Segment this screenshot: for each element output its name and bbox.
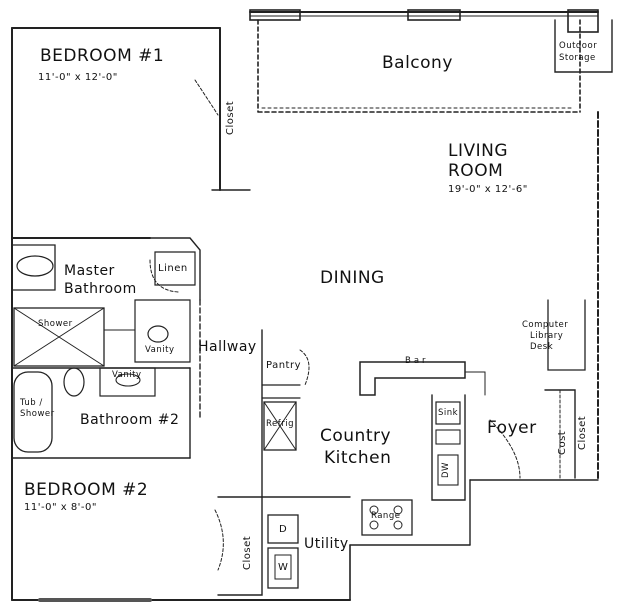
bedroom2-size: 11'-0" x 8'-0": [24, 502, 98, 513]
shower-stall: [13, 307, 105, 367]
closet-bed2-label: Closet: [242, 535, 253, 570]
master-toilet: [16, 255, 54, 277]
bedroom1-label: BEDROOM #1: [40, 46, 165, 66]
living-label-1: LIVING: [448, 141, 509, 161]
kitchen-label-2: Kitchen: [324, 448, 392, 468]
refrig-label: Refrig: [266, 419, 294, 429]
closet-foyer-label: Closet: [577, 415, 588, 450]
outdoor-storage-outline: [554, 19, 613, 73]
bath2-vanity: [99, 367, 156, 397]
shower-label: Shower: [38, 319, 73, 329]
washer-label: W: [278, 562, 289, 573]
bedroom1-size: 11'-0" x 12'-0": [38, 72, 118, 83]
living-size: 19'-0" x 12'-6": [448, 184, 528, 195]
master-vanity: [134, 299, 191, 363]
computer-desk: [547, 299, 586, 371]
master-bath-label-1: Master: [64, 263, 115, 279]
outdoor-storage-label-2: Storage: [559, 53, 596, 63]
balcony-rail: [249, 9, 599, 33]
dryer: [267, 514, 299, 544]
vanity-bath2-label: Vanity: [112, 370, 142, 380]
utility-label: Utility: [304, 536, 349, 552]
vanity-master-label: Vanity: [145, 345, 175, 355]
foyer-label: Foyer: [487, 418, 537, 438]
range-label: Range: [371, 511, 401, 521]
washer: [267, 547, 299, 589]
range: [361, 499, 413, 536]
bathroom2-label: Bathroom #2: [80, 412, 180, 428]
tub-label-1: Tub /: [20, 398, 43, 408]
master-bath-label-2: Bathroom: [64, 281, 137, 297]
refrigerator: [263, 401, 297, 451]
dining-label: DINING: [320, 268, 385, 288]
computer-label-3: Desk: [530, 342, 554, 352]
outdoor-storage-label-1: Outdoor: [559, 41, 598, 51]
computer-label-1: Computer: [522, 320, 569, 330]
dw-label: DW: [441, 462, 451, 478]
dryer-label: D: [279, 524, 288, 535]
hallway-label: Hallway: [198, 339, 257, 355]
living-label-2: ROOM: [448, 161, 504, 181]
kitchen-label-1: Country: [320, 426, 392, 446]
tub-label-2: Shower: [20, 409, 55, 419]
bedroom2-label: BEDROOM #2: [24, 480, 149, 500]
dishwasher: [437, 454, 459, 486]
closet-bed1-label: Closet: [225, 100, 236, 135]
bar-label: Bar: [405, 356, 429, 366]
computer-label-2: Library: [530, 331, 564, 341]
linen-label: Linen: [158, 263, 188, 274]
cost-label: Cost: [557, 430, 568, 455]
pantry-label: Pantry: [266, 360, 301, 371]
bath2-toilet: [63, 367, 85, 397]
sink-label: Sink: [438, 408, 459, 418]
linen-closet: [154, 251, 196, 286]
balcony-label: Balcony: [382, 53, 453, 73]
kitchen-counter: [431, 394, 466, 501]
master-tub: [11, 244, 56, 291]
balcony-outline: [257, 19, 581, 113]
bar-counter: [359, 361, 466, 396]
tub-shower: [13, 371, 53, 453]
sink: [435, 401, 461, 425]
